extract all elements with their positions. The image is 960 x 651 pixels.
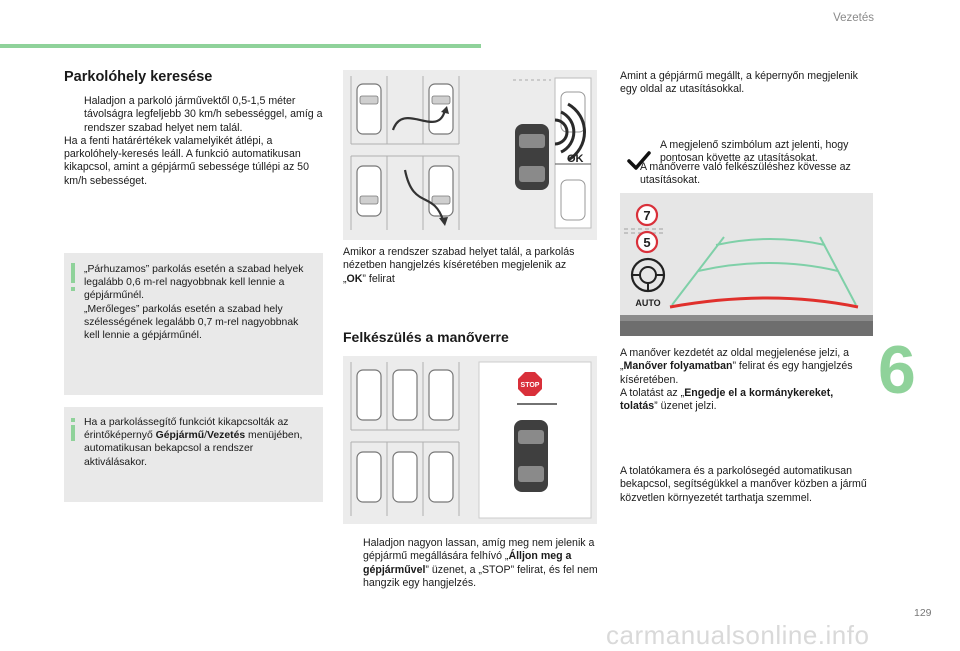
heading-parking-search: Parkolóhely keresése [64, 69, 213, 85]
info-perpendicular-text: „Merőleges” parkolás esetén a szabad hel… [84, 303, 299, 342]
para-text-part: A manőver kezdetét az oldal megjelenése … [620, 347, 850, 373]
section-title: Vezetés [833, 12, 874, 24]
caption-ok-bold: OK [346, 272, 363, 285]
illustration-stop: STOP [343, 356, 597, 524]
chapter-number: 6 [878, 332, 916, 408]
left-column: Parkolóhely keresése Haladjon a parkoló … [64, 69, 324, 188]
paragraph-vehicle-stopped: Amint a gépjármű megállt, a képernyőn me… [620, 70, 858, 96]
illustration-ok-detected: OK [343, 70, 597, 240]
page-number: 129 [914, 607, 932, 619]
info-text-part: menüjében, automatikusan bekapcsol a ren… [84, 430, 303, 468]
release-wheel-bold: Engedje el a kormánykereket, tolatás [620, 386, 834, 413]
header-accent-bar [0, 44, 481, 48]
menu-name-vehicle: Gépjármű [155, 430, 205, 442]
check-symbol-text: A megjelenő szimbólum azt jelenti, hogy … [660, 139, 849, 165]
bullet-follow-text: A manőverre való felkészüléshez kövesse … [640, 161, 851, 187]
auto-label: AUTO [635, 298, 660, 308]
heading-prepare-maneuver: Felkészülés a manőverre [343, 329, 509, 345]
paragraph-camera-auto: A tolatókamera és a parkolósegéd automat… [620, 465, 867, 504]
para-text-part: A tolatást az „ [620, 386, 685, 399]
info-box-parking-size: „Párhuzamos” parkolás esetén a szabad he… [64, 253, 323, 395]
bullet-text-part: ” üzenet, a „STOP” felirat, és fel nem h… [363, 563, 598, 589]
info-parallel-text: „Párhuzamos” parkolás esetén a szabad he… [84, 264, 304, 302]
para-text-part: ” üzenet jelzi. [654, 400, 717, 413]
info-text-part: / [204, 430, 208, 442]
maneuver-in-progress-bold: Manőver folyamatban [623, 360, 733, 373]
info-icon-dot [71, 287, 75, 291]
watermark: carmanualsonline.info [606, 620, 870, 650]
stop-label: STOP [521, 382, 540, 389]
info-icon-dot [71, 418, 75, 422]
paragraph-maneuver-start: A manőver kezdetét az oldal megjelenése … [620, 347, 870, 413]
caption-text-part: ” felirat [362, 272, 395, 285]
bullet-approach: Haladjon a parkoló járművektől 0,5-1,5 m… [64, 95, 324, 135]
stop-message-bold: Álljon meg a gépjárművel [363, 550, 572, 576]
bullet-follow-instructions: A manőverre való felkészüléshez kövesse … [620, 161, 880, 188]
badge-five: 5 [643, 235, 650, 250]
reverse-camera-illustration: 7 5 AUTO [620, 193, 873, 336]
caption-ok: Amikor a rendszer szabad helyet talál, a… [343, 246, 583, 286]
ok-label: OK [567, 153, 584, 165]
paragraph-limit: Ha a fenti határértékek valamelyikét átl… [64, 134, 309, 187]
info-box-text: „Párhuzamos” parkolás esetén a szabad he… [84, 263, 313, 342]
camera-view: 7 5 AUTO [620, 193, 873, 336]
caption-text-part: Amikor a rendszer szabad helyet talál, a… [343, 246, 575, 285]
info-text-part: Ha a parkolássegítő funkciót kikapcsoltá… [84, 417, 289, 442]
info-icon-bar [71, 425, 75, 441]
checkmark-icon [627, 150, 651, 172]
para-text-part: ” felirat és egy hangjelzés kíséretében. [620, 360, 853, 386]
bullet-approach-text: Haladjon a parkoló járművektől 0,5-1,5 m… [84, 95, 323, 134]
badge-seven: 7 [643, 208, 650, 223]
menu-name-driving: Vezetés [207, 430, 246, 442]
parking-ok-illustration: OK [350, 76, 592, 230]
bullet-text-part: Haladjon nagyon lassan, amíg meg nem jel… [363, 537, 595, 563]
chapter-tab [870, 334, 934, 420]
info-box-text: Ha a parkolássegítő funkciót kikapcsoltá… [84, 416, 313, 469]
parking-stop-illustration: STOP [350, 361, 592, 519]
info-icon-bar [71, 263, 75, 283]
info-box-auto-activate: Ha a parkolássegítő funkciót kikapcsoltá… [64, 407, 323, 502]
bullet-slow-down: Haladjon nagyon lassan, amíg meg nem jel… [343, 537, 603, 590]
